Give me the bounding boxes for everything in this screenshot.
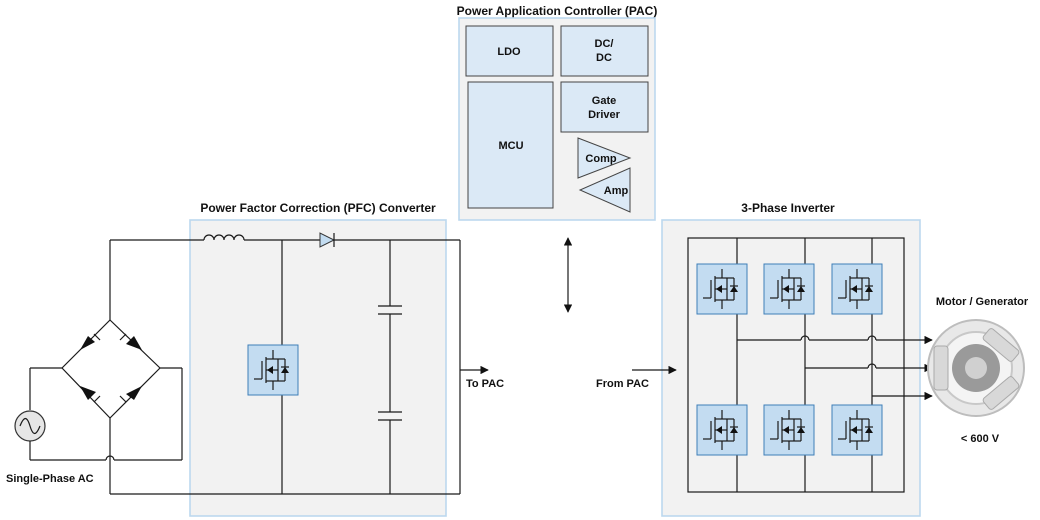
pfc-converter: Power Factor Correction (PFC) Converter …	[110, 201, 504, 517]
amp-label: Amp	[604, 185, 629, 197]
gate-driver-label-line2: Driver	[588, 109, 621, 121]
inverter-switch-icon	[763, 263, 815, 315]
ldo-label: LDO	[497, 46, 521, 58]
mcu-label: MCU	[498, 140, 523, 152]
mcu-block	[467, 81, 554, 209]
inverter-switch-icon	[831, 404, 883, 456]
inverter-switch-icon	[696, 404, 748, 456]
dcdc-label-line1: DC/	[595, 38, 614, 50]
from-pac-label: From PAC	[596, 378, 649, 390]
rectifier-diode	[80, 336, 95, 350]
gate-driver-block	[560, 81, 649, 133]
dcdc-block	[560, 25, 649, 77]
three-phase-inverter: 3-Phase Inverter From PAC	[596, 201, 933, 517]
pac-title: Power Application Controller (PAC)	[457, 4, 658, 18]
ac-source: Single-Phase AC	[6, 367, 183, 485]
dcdc-label-line2: DC	[596, 52, 612, 64]
rectifier-diode	[80, 386, 96, 400]
rectifier-diode	[126, 386, 142, 400]
comparator-icon	[577, 137, 632, 179]
source-label: Single-Phase AC	[6, 473, 94, 485]
comp-label: Comp	[585, 153, 616, 165]
rectifier-diode	[126, 336, 142, 350]
inverter-switch-icon	[696, 263, 748, 315]
motor-voltage: < 600 V	[961, 433, 1000, 445]
inductor-icon	[203, 234, 245, 241]
pfc-title: Power Factor Correction (PFC) Converter	[200, 201, 436, 215]
motor-title: Motor / Generator	[936, 296, 1029, 308]
pfc-switch-icon	[247, 344, 299, 396]
inverter-switch-icon	[831, 263, 883, 315]
amplifier-icon	[578, 167, 631, 213]
inverter-title: 3-Phase Inverter	[741, 201, 835, 215]
boost-diode-icon	[319, 232, 336, 248]
ldo-block	[465, 25, 554, 77]
inverter-switch-icon	[763, 404, 815, 456]
pfc-panel	[189, 219, 447, 517]
gate-driver-label-line1: Gate	[592, 95, 616, 107]
to-pac-label: To PAC	[466, 378, 504, 390]
motor-generator: Motor / Generator < 600 V	[927, 296, 1029, 445]
pac-controller: Power Application Controller (PAC) LDO D…	[457, 4, 658, 313]
